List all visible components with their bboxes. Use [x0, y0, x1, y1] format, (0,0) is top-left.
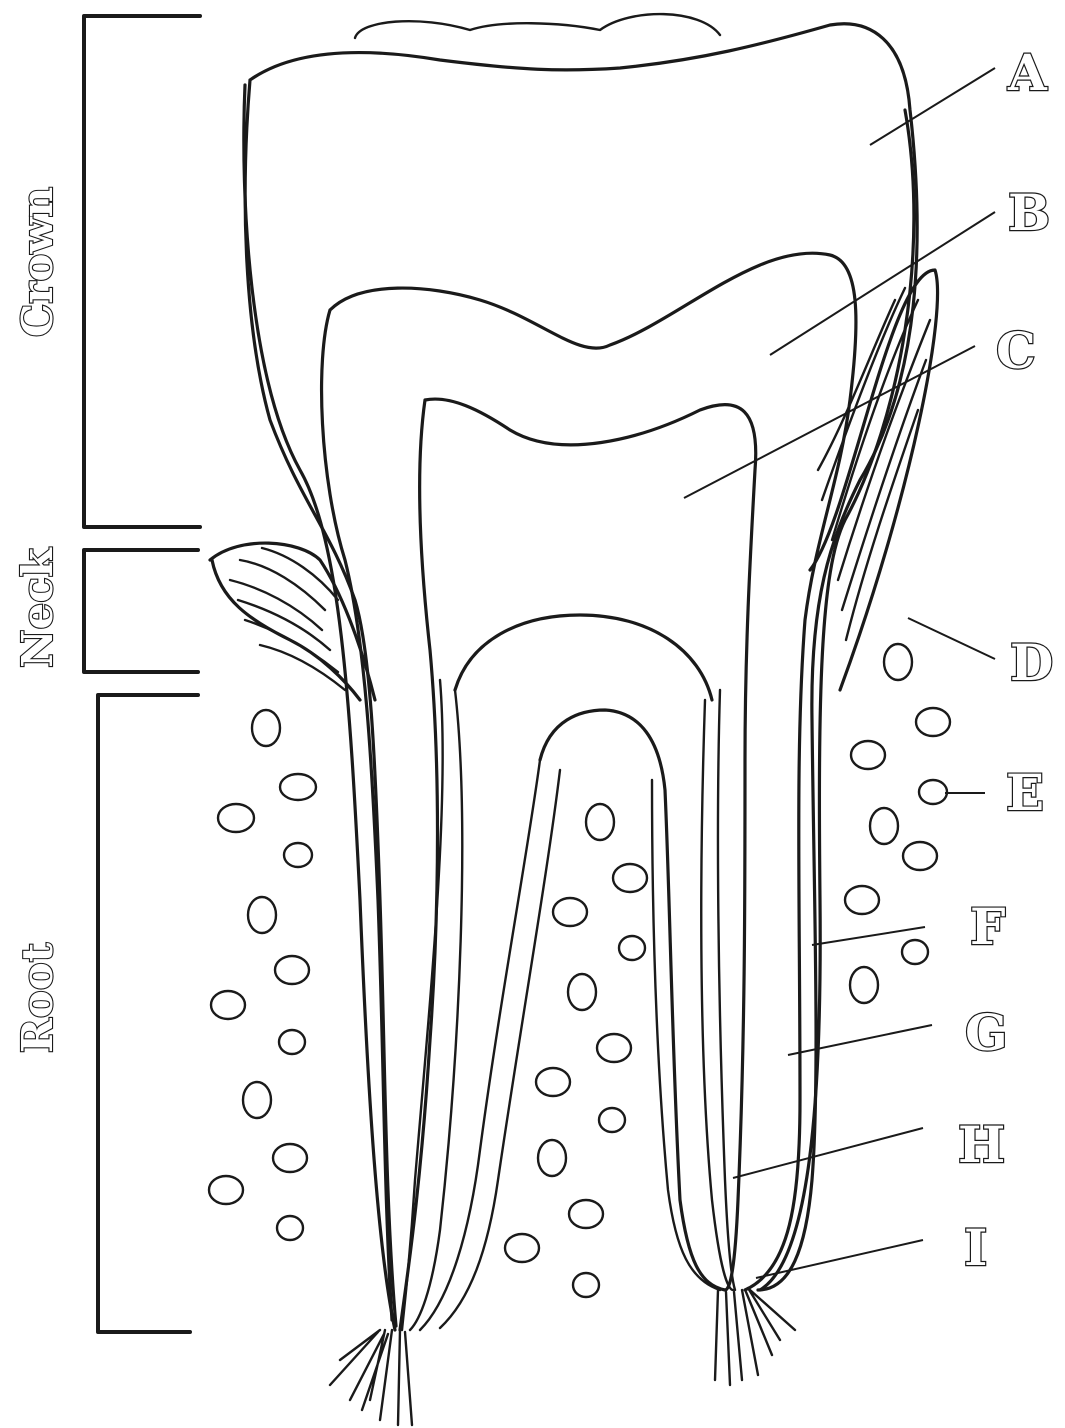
neck-label: Neck — [13, 547, 62, 668]
apex-fibers-left — [330, 1330, 412, 1425]
furcation-inner — [540, 710, 725, 1290]
bone-cells — [209, 644, 950, 1297]
root-bracket — [98, 695, 198, 1332]
crown-bracket — [84, 16, 200, 527]
label-i: I — [964, 1218, 987, 1277]
label-f: F — [970, 897, 1006, 956]
neck-bracket — [84, 550, 198, 672]
apex-fibers-right — [715, 1288, 795, 1385]
label-c: C — [996, 321, 1036, 380]
dentin-boundary — [322, 253, 856, 1320]
label-e: E — [1006, 763, 1044, 822]
root-label: Root — [13, 942, 62, 1053]
label-g: G — [965, 1003, 1008, 1062]
label-b: B — [1008, 183, 1050, 242]
furcation-inner-right — [652, 780, 720, 1290]
gum-left — [210, 543, 375, 700]
furcation-outer — [455, 615, 712, 700]
leader-lines — [684, 68, 995, 1278]
crown-cusps — [355, 14, 720, 38]
root-canal-right — [701, 690, 735, 1290]
label-d: D — [1010, 633, 1053, 692]
crown-label: Crown — [13, 187, 62, 337]
label-h: H — [958, 1115, 1005, 1174]
label-a: A — [1007, 43, 1048, 102]
gum-right — [810, 270, 938, 690]
